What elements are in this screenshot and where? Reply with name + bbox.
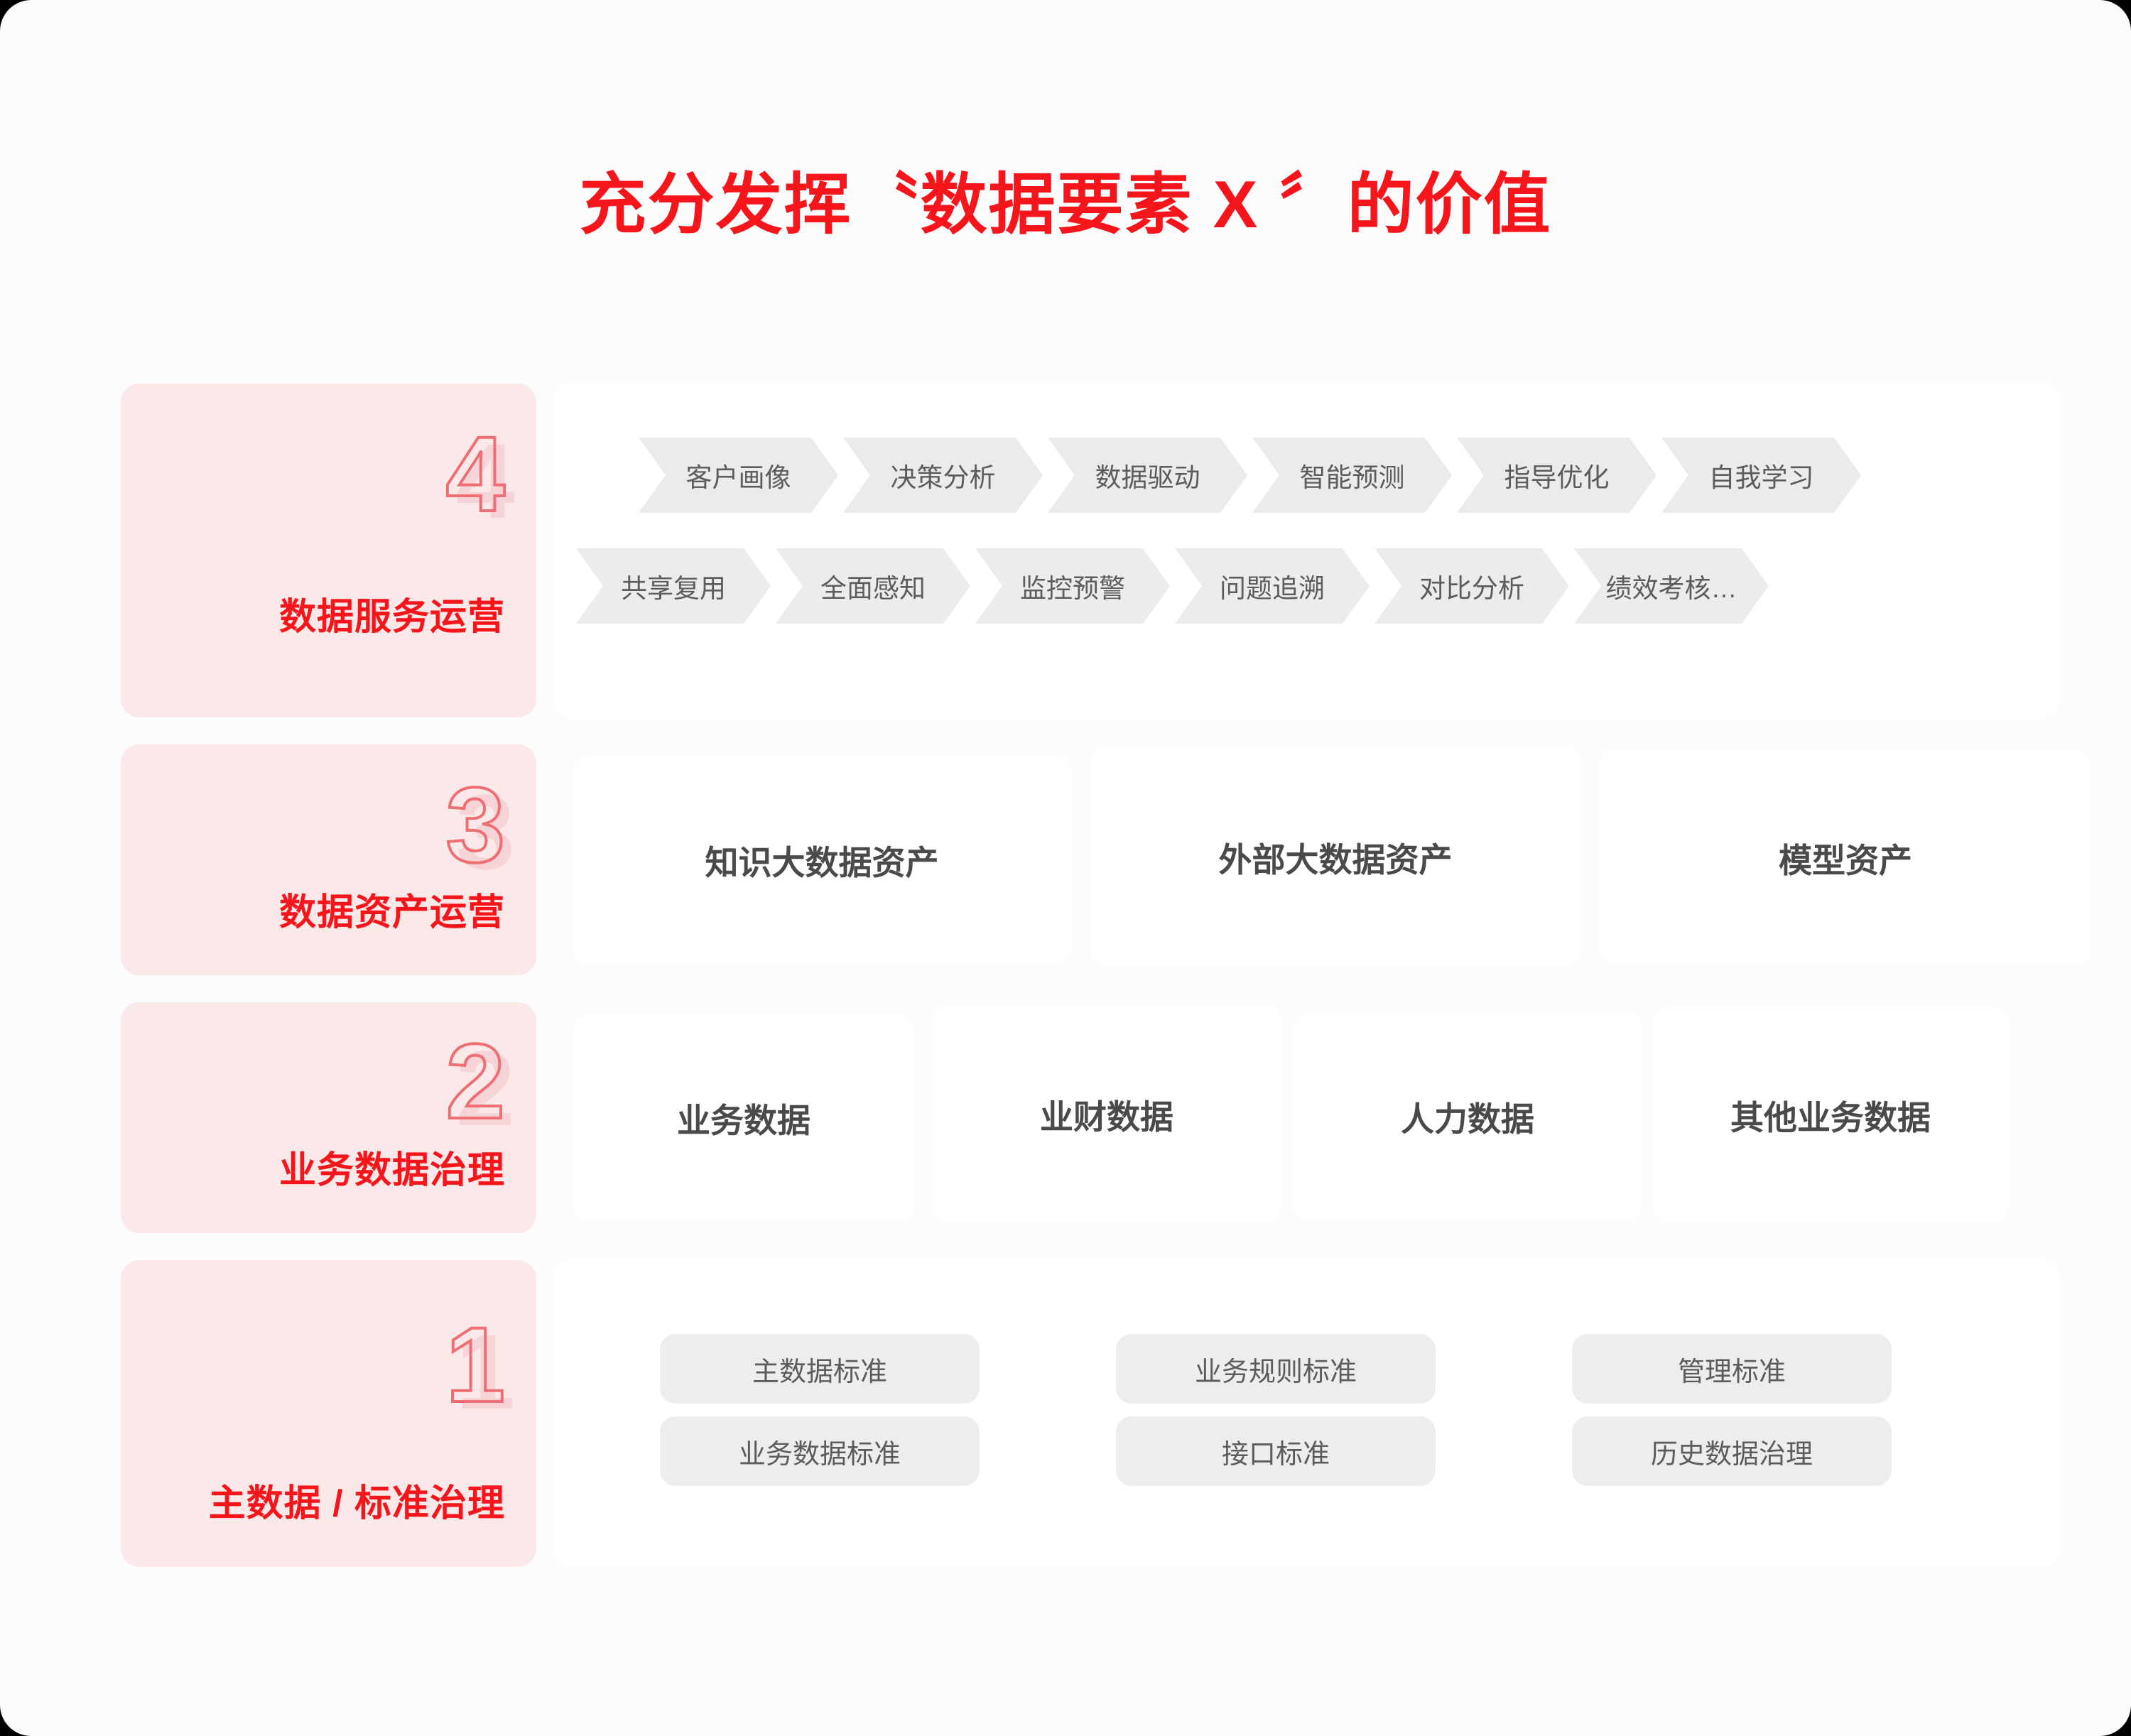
layer-content-3: 知识大数据资产 外部大数据资产 模型资产	[553, 744, 2091, 975]
chevron-step[interactable]: 数据驱动	[1048, 438, 1247, 513]
standard-pill[interactable]: 历史数据治理	[1572, 1416, 1892, 1486]
layer-row-3: 3 3 数据资产运营 知识大数据资产 外部大数据资产 模型资产	[121, 744, 2091, 975]
layers-container: 4 4 数据服务运营 客户画像 决策分析 数据驱动 智能预测 指导优化 自我学习	[121, 384, 2091, 1567]
standards-line-2: 业务数据标准 接口标准 历史数据治理	[660, 1416, 1892, 1486]
layer-label-3[interactable]: 3 3 数据资产运营	[121, 744, 536, 975]
data-card[interactable]: 其他业务数据	[1653, 1007, 2008, 1222]
chevron-step[interactable]: 智能预测	[1252, 438, 1452, 513]
layer-number-4: 4	[445, 414, 506, 533]
standard-pill[interactable]: 管理标准	[1572, 1334, 1892, 1404]
layer-content-2: 业务数据 业财数据 人力数据 其他业务数据	[553, 1002, 2060, 1233]
layer-number-shadow-2: 2	[455, 1029, 515, 1148]
chevron-step[interactable]: 指导优化	[1457, 438, 1656, 513]
layer-number-shadow-3: 3	[455, 772, 515, 891]
layer-number-3: 3	[445, 765, 506, 884]
layer-number-shadow-1: 1	[455, 1312, 515, 1431]
chevron-step[interactable]: 监控预警	[975, 548, 1170, 624]
standard-pill[interactable]: 接口标准	[1116, 1416, 1436, 1486]
chevron-step[interactable]: 客户画像	[639, 438, 838, 513]
chevron-line-2: 共享复用 全面感知 监控预警 问题追溯 对比分析 绩效考核…	[576, 548, 2060, 624]
layer-row-2: 2 2 业务数据治理 业务数据 业财数据 人力数据 其他业务数据	[121, 1002, 2060, 1233]
layer-label-text-2: 业务数据治理	[278, 1150, 505, 1191]
layer-label-1[interactable]: 1 1 主数据 / 标准治理	[121, 1260, 536, 1567]
data-card[interactable]: 业务数据	[573, 1015, 914, 1220]
standard-pill[interactable]: 主数据标准	[660, 1334, 980, 1404]
layer-label-text-1: 主数据 / 标准治理	[208, 1483, 505, 1524]
layer-number-shadow-4: 4	[455, 421, 515, 541]
page-title-wrap: 充分发挥〝数据要素 X 〞的价值	[0, 167, 2131, 242]
standards-grid: 主数据标准 业务规则标准 管理标准 业务数据标准 接口标准 历史数据治理	[660, 1334, 1892, 1499]
layer-content-4: 客户画像 决策分析 数据驱动 智能预测 指导优化 自我学习 共享复用 全面感知 …	[553, 384, 2060, 717]
content-panel-1	[553, 1260, 2060, 1567]
layer-number-1: 1	[445, 1305, 506, 1424]
layer-label-2[interactable]: 2 2 业务数据治理	[121, 1002, 536, 1233]
asset-card[interactable]: 知识大数据资产	[573, 756, 1070, 963]
layer-label-text-3: 数据资产运营	[278, 892, 505, 933]
asset-card[interactable]: 模型资产	[1600, 750, 2091, 965]
standard-pill[interactable]: 业务规则标准	[1116, 1334, 1436, 1404]
page-title: 充分发挥〝数据要素 X 〞的价值	[579, 167, 1552, 242]
asset-card[interactable]: 外部大数据资产	[1090, 747, 1580, 966]
standard-pill[interactable]: 业务数据标准	[660, 1416, 980, 1486]
chevron-line-1: 客户画像 决策分析 数据驱动 智能预测 指导优化 自我学习	[639, 438, 2060, 513]
layer-row-4: 4 4 数据服务运营 客户画像 决策分析 数据驱动 智能预测 指导优化 自我学习	[121, 384, 2060, 717]
chevron-step[interactable]: 对比分析	[1374, 548, 1569, 624]
layer-content-1: 主数据标准 业务规则标准 管理标准 业务数据标准 接口标准 历史数据治理	[553, 1260, 2060, 1567]
layer-label-4[interactable]: 4 4 数据服务运营	[121, 384, 536, 717]
chevron-step[interactable]: 决策分析	[843, 438, 1043, 513]
chevron-step[interactable]: 问题追溯	[1175, 548, 1370, 624]
layer-number-2: 2	[445, 1021, 506, 1141]
layer-row-1: 1 1 主数据 / 标准治理 主数据标准 业务规则标准 管理标准 业务数据标准	[121, 1260, 2060, 1567]
chevron-step[interactable]: 全面感知	[776, 548, 970, 624]
layer-label-text-4: 数据服务运营	[278, 597, 505, 638]
standards-line-1: 主数据标准 业务规则标准 管理标准	[660, 1334, 1892, 1404]
chevron-step[interactable]: 共享复用	[576, 548, 771, 624]
chevron-step[interactable]: 绩效考核…	[1574, 548, 1769, 624]
data-card[interactable]: 业财数据	[933, 1005, 1281, 1222]
chevron-step[interactable]: 自我学习	[1661, 438, 1861, 513]
data-card[interactable]: 人力数据	[1294, 1012, 1642, 1220]
